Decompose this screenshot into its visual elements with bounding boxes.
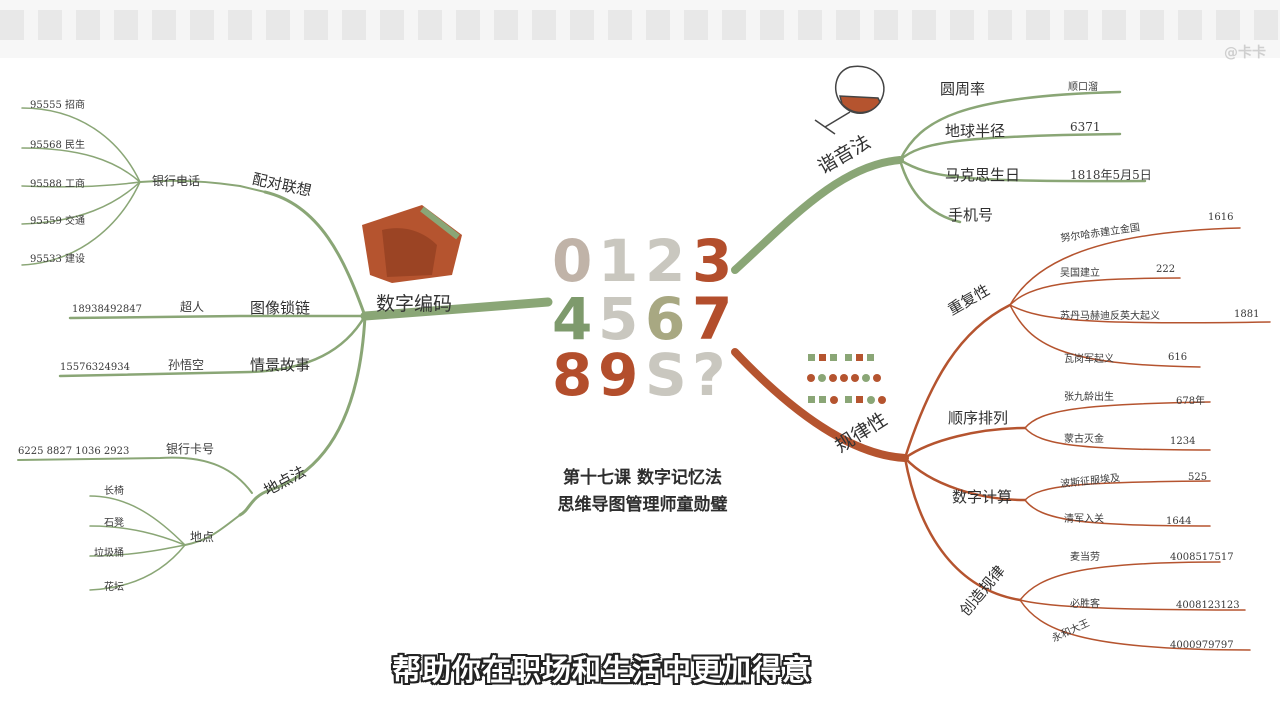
- phone-number: 15576324934: [60, 362, 130, 373]
- digit-9: 9: [598, 341, 639, 409]
- event-year: 222: [1156, 264, 1176, 275]
- digit-8: 8: [552, 341, 593, 409]
- event-year: 525: [1188, 472, 1208, 483]
- node-shunxu: 顺序排列: [948, 409, 1009, 427]
- bank-phone-item: 95555 招商: [30, 100, 85, 111]
- bank-phone-item: 95533 建设: [30, 254, 85, 265]
- phone-number: 18938492847: [72, 304, 142, 315]
- digit-question: ?: [692, 341, 726, 409]
- node-shuzi-bianma: 数字编码: [376, 293, 453, 315]
- place-item: 石凳: [104, 518, 124, 529]
- blurred-top-banner: [0, 0, 1280, 58]
- event-year: 1644: [1166, 516, 1192, 527]
- node-earth-radius: 地球半径: [945, 122, 1006, 140]
- node-tuxiang: 图像锁链: [250, 299, 311, 317]
- branch-didian: [238, 314, 367, 517]
- branch-right-bottom-trunk: [731, 348, 909, 462]
- brand-label: 麦当劳: [1070, 552, 1100, 563]
- branch-right-top-trunk: [731, 156, 904, 274]
- place-item: 长椅: [104, 486, 124, 497]
- event-year: 1616: [1208, 212, 1234, 223]
- node-chaoren: 超人: [180, 300, 205, 314]
- bank-illustration: [362, 205, 462, 283]
- node-sunwukong: 孙悟空: [168, 358, 205, 372]
- brand-phone: 4008517517: [1170, 552, 1234, 563]
- symbol-row-2: [807, 374, 881, 382]
- node-phone: 手机号: [948, 206, 994, 224]
- bank-phone-item: 95559 交通: [30, 216, 85, 227]
- lesson-author: 思维导图管理师童勋璧: [557, 495, 728, 515]
- digit-5: 5: [598, 285, 639, 353]
- event-label: 吴国建立: [1060, 268, 1100, 279]
- bank-phone-item: 95588 工商: [30, 179, 85, 190]
- symbol-row-1: [808, 354, 874, 361]
- node-place: 地点: [190, 530, 215, 544]
- wine-glass-illustration: [814, 65, 885, 135]
- digit-3: 3: [692, 227, 733, 295]
- value-earth-radius: 6371: [1070, 120, 1101, 134]
- digit-s: S: [645, 341, 687, 409]
- digit-4: 4: [552, 285, 593, 353]
- digit-7: 7: [692, 285, 733, 353]
- node-bank-phone: 银行电话: [152, 174, 201, 188]
- node-qingjing: 情景故事: [250, 356, 311, 374]
- node-card-label: 银行卡号: [166, 442, 215, 456]
- event-label: 清军入关: [1064, 514, 1104, 525]
- branch-qingjing: [58, 314, 367, 378]
- event-year: 678年: [1176, 396, 1206, 407]
- node-jisuan: 数字计算: [952, 488, 1013, 506]
- event-label: 苏丹马赫迪反英大起义: [1060, 311, 1160, 322]
- value-marx-birthday: 1818年5月5日: [1070, 168, 1152, 182]
- event-label: 张九龄出生: [1064, 392, 1114, 403]
- digit-6: 6: [645, 285, 686, 353]
- digit-1: 1: [598, 227, 639, 295]
- place-item: 垃圾桶: [94, 548, 124, 559]
- place-item: 花坛: [104, 582, 124, 593]
- bank-phone-item: 95568 民生: [30, 140, 85, 151]
- event-year: 616: [1168, 352, 1188, 363]
- branch-left-trunk: [360, 297, 553, 321]
- event-year: 1881: [1234, 309, 1260, 320]
- branch-tuxiang: [68, 314, 367, 320]
- event-label: 瓦岗军起义: [1064, 354, 1114, 365]
- node-marx-birthday: 马克思生日: [945, 166, 1021, 184]
- branch-bank-phone: [139, 179, 241, 187]
- video-subtitle: 帮助你在职场和生活中更加得意: [392, 653, 813, 687]
- card-number: 6225 8827 1036 2923: [18, 446, 130, 457]
- branch-peidui: [263, 190, 367, 318]
- lesson-title: 第十七课 数字记忆法: [563, 468, 722, 488]
- symbol-row-3: [808, 396, 886, 404]
- brand-phone: 4008123123: [1176, 600, 1240, 611]
- value-pi: 顺口溜: [1068, 82, 1098, 93]
- node-pi: 圆周率: [940, 80, 986, 98]
- event-year: 1234: [1170, 436, 1196, 447]
- digit-0: 0: [552, 227, 593, 295]
- event-label: 蒙古灭金: [1064, 434, 1104, 445]
- brand-label: 必胜客: [1070, 599, 1100, 610]
- brand-phone: 4000979797: [1170, 640, 1234, 651]
- digit-2: 2: [645, 227, 686, 295]
- watermark: @卡卡: [1224, 45, 1266, 61]
